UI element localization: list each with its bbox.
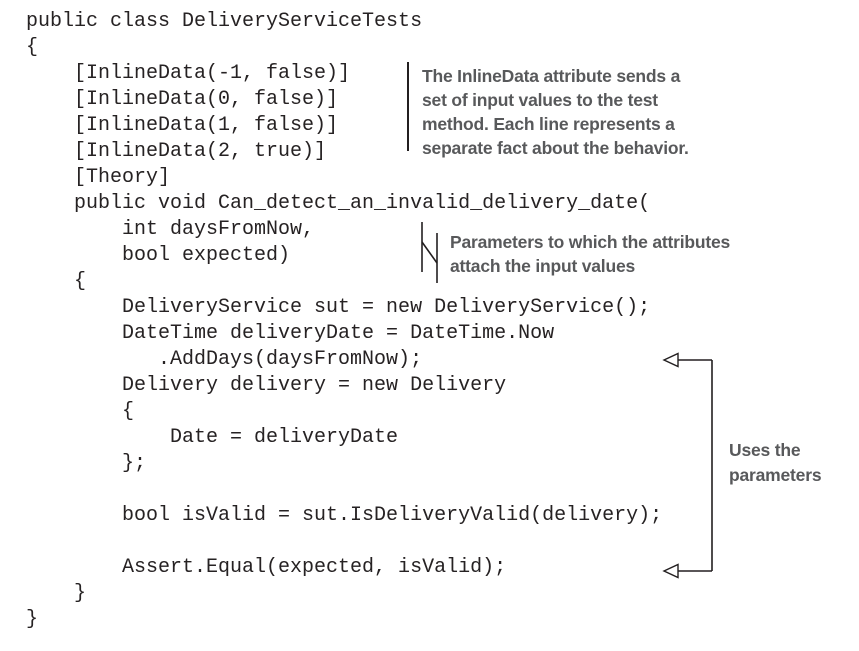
code-line: .AddDays(daysFromNow); [26,348,423,371]
zigzag-connector-icon [421,222,438,283]
code-line: public class DeliveryServiceTests [26,10,423,33]
code-line: }; [26,452,147,475]
code-listing: public class DeliveryServiceTests { [Inli… [26,9,662,633]
code-line: public void Can_detect_an_invalid_delive… [26,192,651,215]
annotation-rule [407,62,409,151]
code-line: [InlineData(1, false)] [26,114,339,137]
code-line [26,529,662,555]
code-line: Date = deliveryDate [26,426,399,449]
code-line: { [26,270,87,293]
code-line: bool isValid = sut.IsDeliveryValid(deliv… [26,504,663,527]
annotation-inline-data: The InlineData attribute sends a set of … [422,66,689,158]
code-line: [InlineData(-1, false)] [26,62,351,85]
arrow-left-icon [662,563,679,579]
code-line: Assert.Equal(expected, isValid); [26,556,507,579]
code-line: { [26,36,39,59]
code-line: bool expected) [26,244,291,267]
code-line: Delivery delivery = new Delivery [26,374,507,397]
bracket-arrows [662,352,713,579]
code-line: [InlineData(0, false)] [26,88,339,111]
annotation-parameters: Parameters to which the attributes attac… [450,232,731,276]
annotation-uses-parameters: Uses the parameters [729,440,822,485]
code-line: } [26,582,87,605]
code-line: [InlineData(2, true)] [26,140,327,163]
code-line: [Theory] [26,166,171,189]
code-line [26,477,662,503]
code-line: { [26,400,135,423]
code-line: } [26,608,39,631]
code-line: DateTime deliveryDate = DateTime.Now [26,322,555,345]
code-line: int daysFromNow, [26,218,315,241]
arrow-left-icon [662,352,679,368]
code-line: DeliveryService sut = new DeliveryServic… [26,296,651,319]
